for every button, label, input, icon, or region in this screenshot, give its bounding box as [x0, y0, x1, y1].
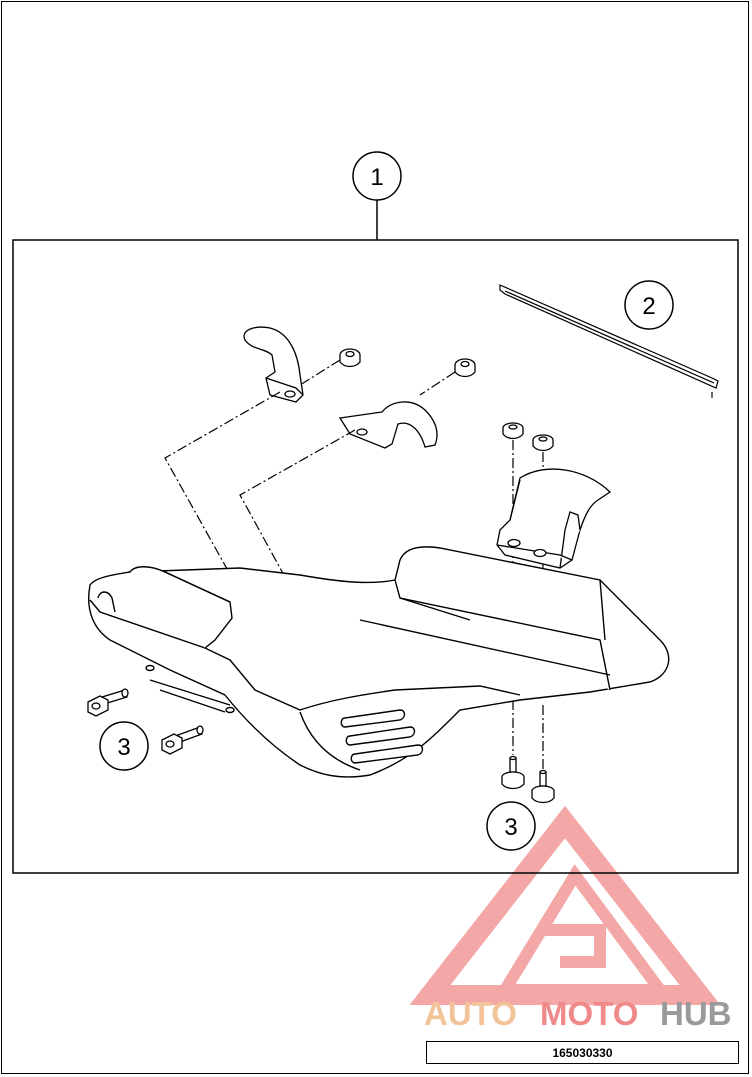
part-number-box: 165030330: [426, 1041, 739, 1064]
watermark-triangle-inner: [494, 864, 672, 996]
vent-slot-2: [345, 726, 416, 746]
callout-1-label: 1: [370, 164, 383, 191]
rubber-strip: [499, 284, 719, 398]
bracket-left: [243, 326, 304, 403]
screw-bottom-right: [531, 769, 555, 804]
skid-plate: [88, 546, 670, 778]
callout-2: 2: [624, 280, 674, 330]
callout-3-left: 3: [99, 721, 149, 771]
watermark-triangle-outer: [409, 805, 721, 1005]
screw-bottom-left: [501, 755, 525, 790]
callout-2-label: 2: [642, 293, 655, 320]
watermark-text-moto: MOTO: [540, 995, 638, 1032]
washer-top-left: [502, 422, 524, 440]
part-number: 165030330: [552, 1045, 613, 1060]
rear-mount-bracket: [496, 468, 612, 569]
callout-3-left-label: 3: [117, 734, 130, 761]
callout-1: 1: [352, 151, 402, 240]
callout-3-right: 3: [486, 801, 536, 851]
screw-side-upper: [87, 688, 129, 717]
watermark-text-auto: AUTO: [424, 995, 517, 1032]
watermark-logo: [409, 805, 721, 1005]
vent-slot-1: [340, 709, 406, 728]
watermark-text: AUTO MOTO HUB: [424, 995, 732, 1032]
callout-3-right-label: 3: [504, 814, 517, 841]
nut-left: [339, 348, 361, 368]
watermark-g-mark: [545, 924, 606, 968]
washer-top-right: [532, 434, 554, 452]
bracket-middle: [338, 401, 438, 449]
watermark-text-hub: HUB: [660, 995, 732, 1032]
nut-right: [454, 358, 476, 378]
vent-slot-3: [350, 744, 424, 764]
screw-side-lower: [161, 725, 204, 755]
kit-box: [12, 239, 739, 874]
